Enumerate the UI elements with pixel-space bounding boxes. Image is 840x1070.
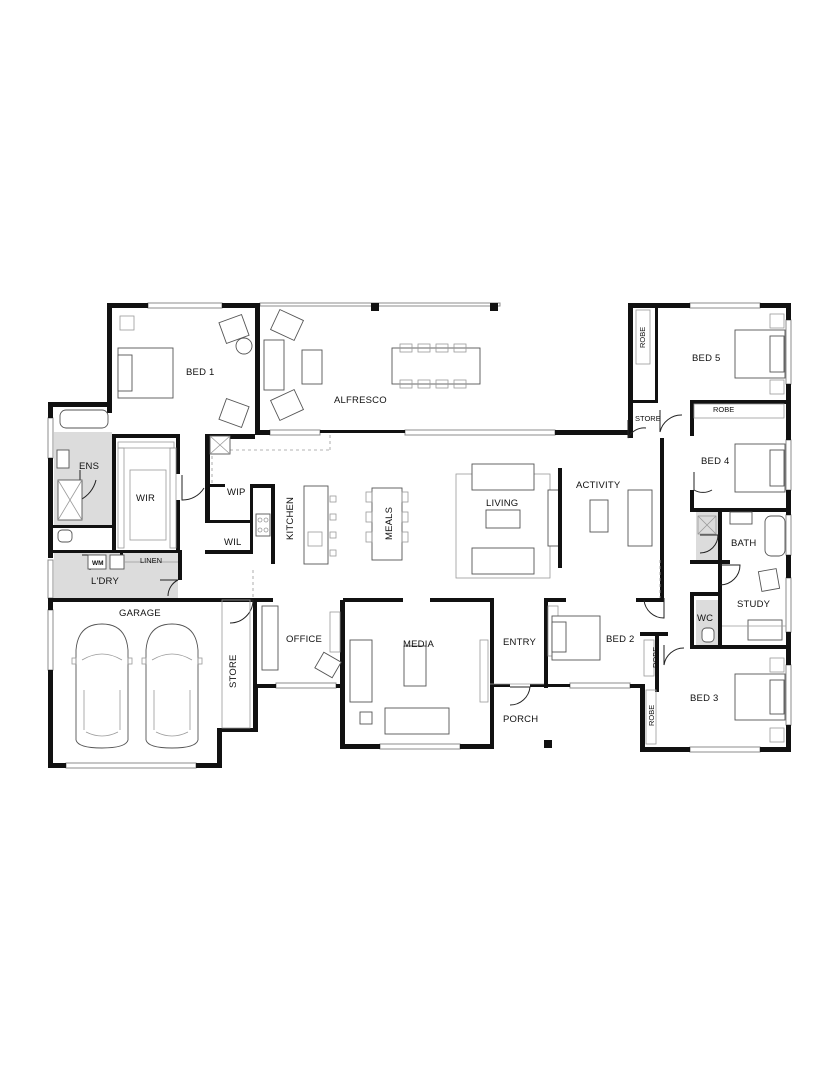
label-kitchen: KITCHEN [285,497,296,540]
room-labels: BED 1 ALFRESCO BED 5 ROBE STORE ROBE ENS… [79,327,771,726]
label-activity: ACTIVITY [576,480,621,491]
label-robe-bed-2: ROBE [651,647,660,668]
label-garage: GARAGE [119,608,161,619]
label-wm: WM [92,560,104,567]
label-bed-5: BED 5 [692,353,720,364]
label-wc: WC [697,613,713,624]
label-wip: WIP [227,487,246,498]
label-store-right: STORE [635,414,661,423]
car-left [71,623,133,749]
label-bed-4: BED 4 [701,456,729,467]
label-robe-bed-4: ROBE [713,405,734,414]
label-study: STUDY [737,599,771,610]
label-laundry: L'DRY [91,576,119,587]
label-robe-bed-5: ROBE [638,327,647,348]
label-media: MEDIA [403,639,435,650]
label-linen: LINEN [140,556,162,565]
label-store-garage: STORE [228,654,239,688]
label-office: OFFICE [286,634,322,645]
label-bed-3: BED 3 [690,693,718,704]
label-bath: BATH [731,538,756,549]
label-bed-1: BED 1 [186,367,214,378]
label-living: LIVING [486,498,518,509]
label-meals: MEALS [384,507,395,540]
label-wir: WIR [136,493,155,504]
fixtures [56,308,786,749]
car-right [141,623,203,749]
label-bed-2: BED 2 [606,634,634,645]
label-wil: WIL [224,537,242,548]
label-alfresco: ALFRESCO [334,395,387,406]
label-entry: ENTRY [503,637,536,648]
label-robe-bed-3: ROBE [647,705,656,726]
walls [48,303,791,768]
label-porch: PORCH [503,714,538,725]
label-ens: ENS [79,461,99,472]
